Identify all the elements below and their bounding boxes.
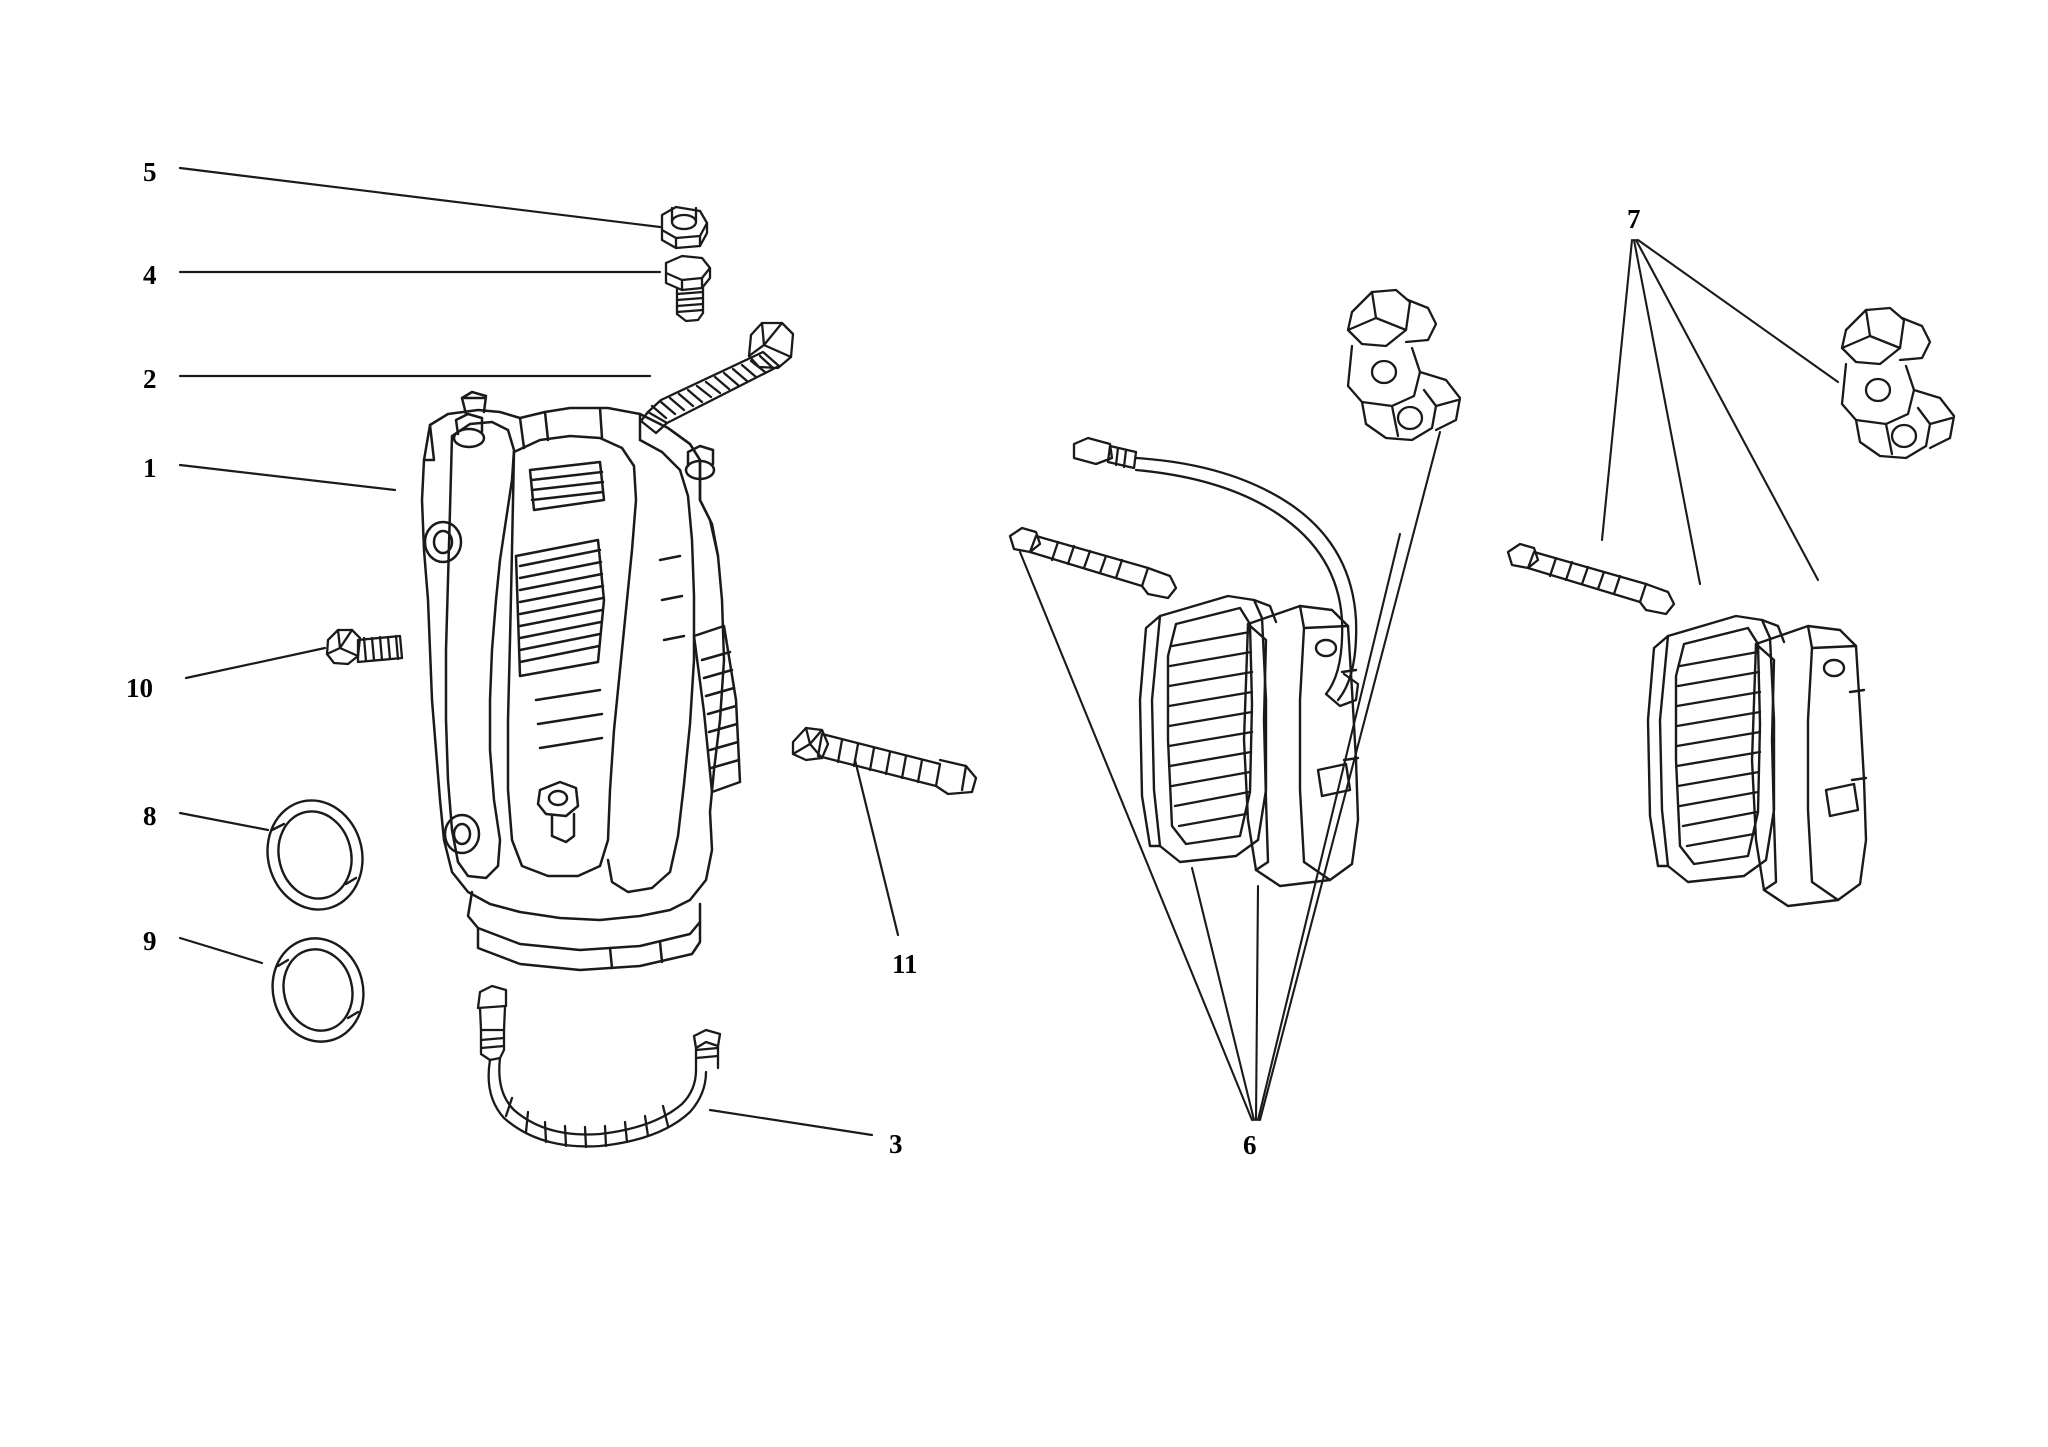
wear-sensor-wire [1072,436,1360,708]
callout-5: 5 [143,157,157,187]
pad-pin-left [1008,526,1178,600]
leader-8 [178,811,270,832]
callout-10: 10 [126,673,153,703]
brake-pad-outer-right [1750,624,1868,908]
leader-5 [178,166,662,229]
pad-pin-right [1506,542,1676,616]
callout-9: 9 [143,926,157,956]
callout-11: 11 [892,949,918,979]
small-bolt [325,628,404,666]
leader-lines-seven [1600,238,1840,586]
leader-1 [178,463,397,492]
callout-6: 6 [1243,1130,1257,1160]
large-seal-ring [266,799,364,911]
leader-11 [853,758,900,937]
brake-caliper-body [420,390,742,972]
leader-3 [708,1108,874,1137]
callout-2: 2 [143,364,157,394]
callout-4: 4 [143,260,157,290]
leader-lines-six [1018,430,1442,1122]
leader-10 [184,646,327,680]
brake-pad-inner-left [1138,594,1278,864]
leader-lines-left [178,166,900,1137]
retaining-clip-left [1346,288,1462,442]
callout-7: 7 [1627,204,1641,234]
long-bolt [639,321,795,435]
callout-8: 8 [143,801,157,831]
guide-pin-bolt [791,726,978,796]
bleed-screw-cap [660,205,709,250]
brake-hose [476,984,722,1149]
brake-pad-outer-left [1242,604,1360,888]
callout-1: 1 [143,453,157,483]
retaining-clip-right [1840,306,1956,460]
leader-9 [178,936,264,965]
small-seal-ring [271,937,365,1043]
brake-pad-inner-right [1646,614,1786,884]
callout-3: 3 [889,1129,903,1159]
bleed-screw [664,254,712,323]
